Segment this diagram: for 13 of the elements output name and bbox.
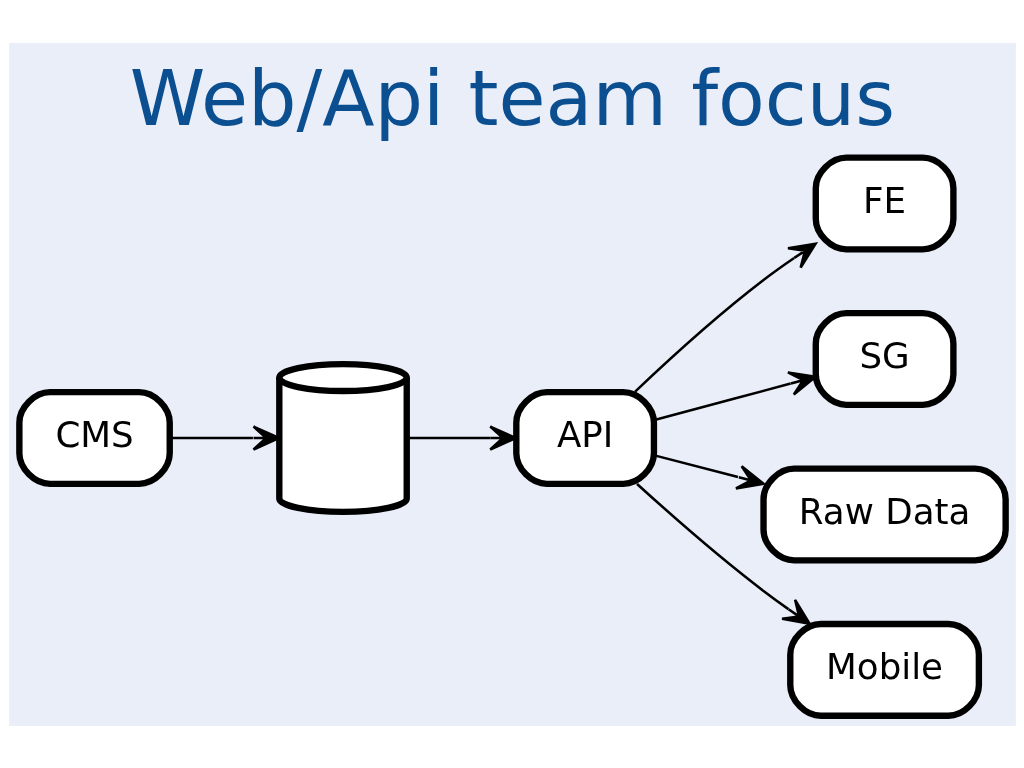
arrow	[633, 242, 817, 392]
node-box: API	[512, 388, 657, 487]
node-box: SG	[812, 309, 957, 408]
node-box: FE	[812, 154, 957, 253]
arrow	[653, 453, 765, 490]
arrow	[407, 424, 517, 451]
node-box: Mobile	[786, 620, 982, 719]
node-box: Raw Data	[759, 464, 1009, 564]
arrow	[169, 424, 280, 451]
arrow	[635, 482, 811, 625]
node-box: CMS	[15, 388, 173, 487]
arrow	[653, 370, 817, 421]
diagram-title: Web/Api team focus	[129, 53, 895, 143]
